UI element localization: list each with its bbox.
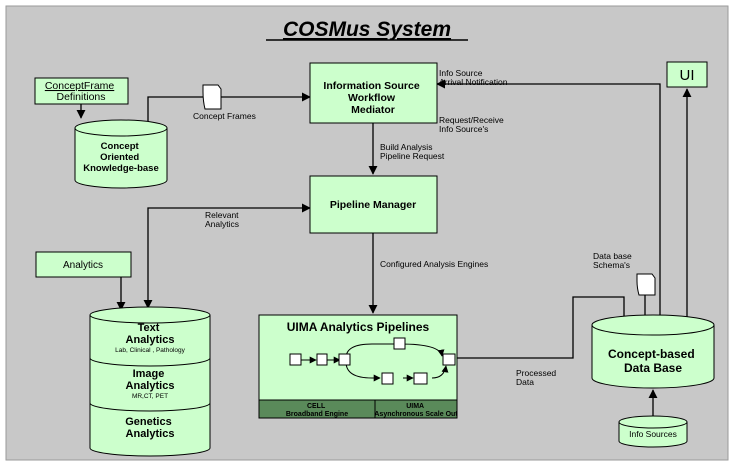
info-source-mediator-box	[309, 62, 438, 124]
pipeline-manager-box	[309, 175, 438, 234]
edge-arrival-notification	[436, 79, 661, 325]
ui-box	[666, 61, 708, 88]
concept-kb-label: Concept Oriented Knowledge-base	[83, 141, 159, 174]
request-receive-label: Request/Receive Info Source's	[439, 115, 506, 134]
genetics-analytics-title: Genetics Analytics	[125, 416, 175, 440]
pipeline-node	[338, 353, 351, 366]
concept-kb-database	[74, 119, 168, 189]
edge-relevant-analytics	[143, 203, 311, 309]
concept-db-label: Concept-based Data Base	[608, 347, 698, 375]
pipeline-node	[381, 372, 394, 385]
arrival-notification-label: Info Source Arrival Notification	[439, 68, 508, 87]
pipeline-node	[413, 372, 428, 385]
db-schemas-label: Data base Schema's	[593, 251, 634, 270]
text-analytics-title: Text Analytics	[126, 322, 175, 346]
pipeline-node	[316, 353, 328, 366]
uima-scale-label: UIMA Asynchronous Scale Out	[374, 403, 458, 418]
pipeline-nodes	[289, 337, 456, 385]
configured-engines-label: Configured Analysis Engines	[380, 259, 488, 269]
cell-engine-label: CELL Broadband Engine	[286, 403, 348, 418]
concept-frames-label: Concept Frames	[193, 111, 256, 121]
pipeline-graph	[300, 343, 449, 382]
info-source-mediator-label: Information Source Workflow Mediator	[323, 80, 422, 116]
page-title: COSMus System	[283, 18, 451, 41]
info-sources-database	[618, 415, 688, 448]
pipeline-manager-label: Pipeline Manager	[330, 199, 416, 211]
pipeline-node	[289, 353, 302, 366]
analytics-label: Analytics	[63, 260, 103, 271]
connectors	[76, 79, 692, 420]
conceptframe-definitions-label: ConceptFrame Definitions	[45, 80, 117, 103]
analytics-box	[35, 251, 132, 278]
conceptframe-definitions-box	[34, 77, 129, 105]
pipeline-node	[393, 337, 406, 350]
build-pipeline-label: Build Analysis Pipeline Request	[380, 142, 445, 161]
image-analytics-sub: MR,CT, PET	[132, 393, 168, 400]
ui-label: UI	[680, 67, 695, 84]
concept-db-database	[591, 314, 715, 389]
uima-scale-footer	[374, 399, 458, 419]
analytics-stack-database	[89, 306, 211, 457]
pipeline-node	[442, 353, 456, 366]
relevant-analytics-label: Relevant Analytics	[205, 210, 241, 229]
uima-pipelines-title: UIMA Analytics Pipelines	[287, 320, 430, 334]
concept-frames-doc-icon	[202, 84, 222, 110]
text-analytics-sub: Lab, Clinical , Pathology	[115, 347, 185, 354]
edge-processed-data	[457, 296, 629, 359]
image-analytics-title: Image Analytics	[126, 368, 175, 392]
edge-kb-to-mediator	[147, 92, 311, 128]
processed-data-label: Processed Data	[516, 368, 559, 387]
info-sources-label: Info Sources	[629, 429, 677, 439]
schema-doc-icon	[636, 273, 656, 296]
